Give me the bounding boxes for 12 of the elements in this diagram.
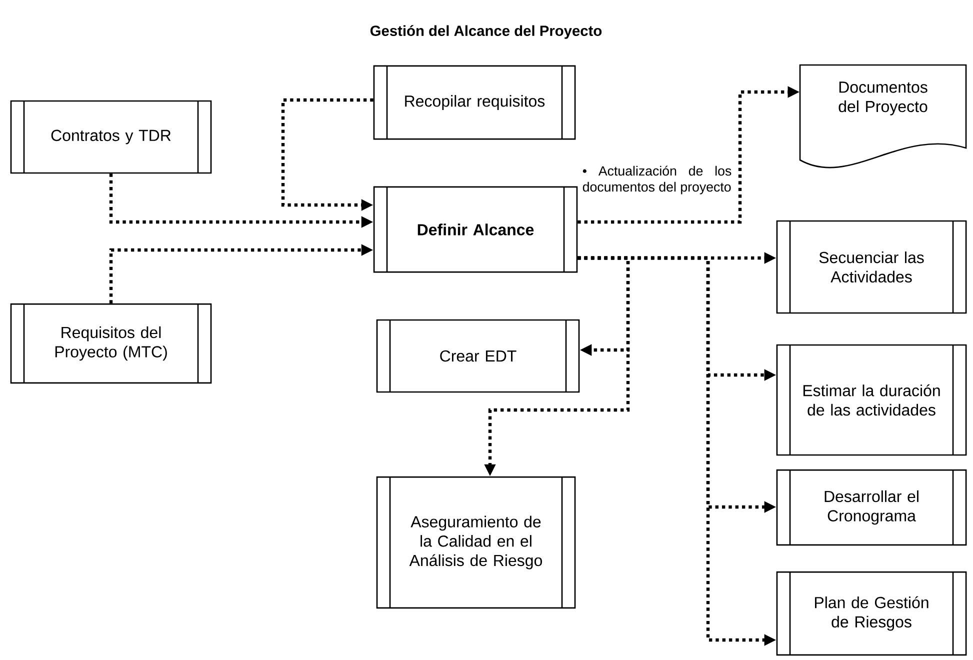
process-box: Plan de Gestión de Riesgos [776, 571, 967, 656]
process-box: Estimar la duración de las actividades [776, 344, 967, 456]
process-box: Contratos y TDR [10, 100, 212, 174]
edge-label: • Actualización de los documentos del proyecto [582, 166, 732, 194]
process-box: Recopilar requisitos [373, 65, 576, 140]
process-box: Desarrollar el Cronograma [776, 469, 967, 546]
title: Gestión del Alcance del Proyecto [370, 25, 602, 39]
process-box: Definir Alcance [373, 186, 578, 273]
process-box: Secuenciar las Actividades [776, 220, 967, 314]
process-box: Aseguramiento de la Calidad en el Análisis de Riesgo [376, 476, 576, 609]
process-box: Requisitos del Proyecto (MTC) [10, 303, 212, 384]
process-box: Crear EDT [376, 319, 580, 393]
